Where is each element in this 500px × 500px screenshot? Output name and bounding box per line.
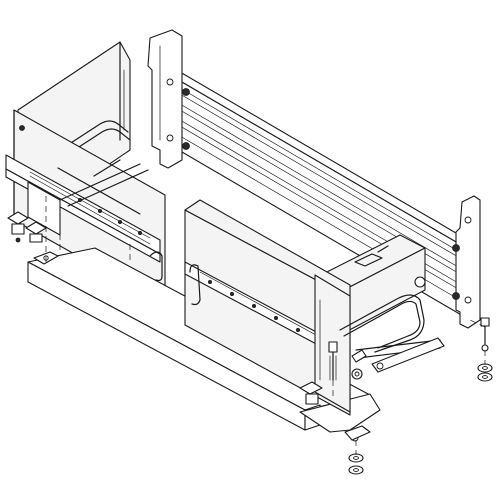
wing-nuts-left <box>7 211 47 243</box>
assembly-guide-lines <box>45 196 486 455</box>
telescopic-slide-left <box>5 109 166 306</box>
nuts-and-washers <box>348 363 493 475</box>
cable-loop <box>339 276 445 373</box>
hex-bolts <box>328 317 490 381</box>
wing-nuts-right <box>299 349 367 405</box>
